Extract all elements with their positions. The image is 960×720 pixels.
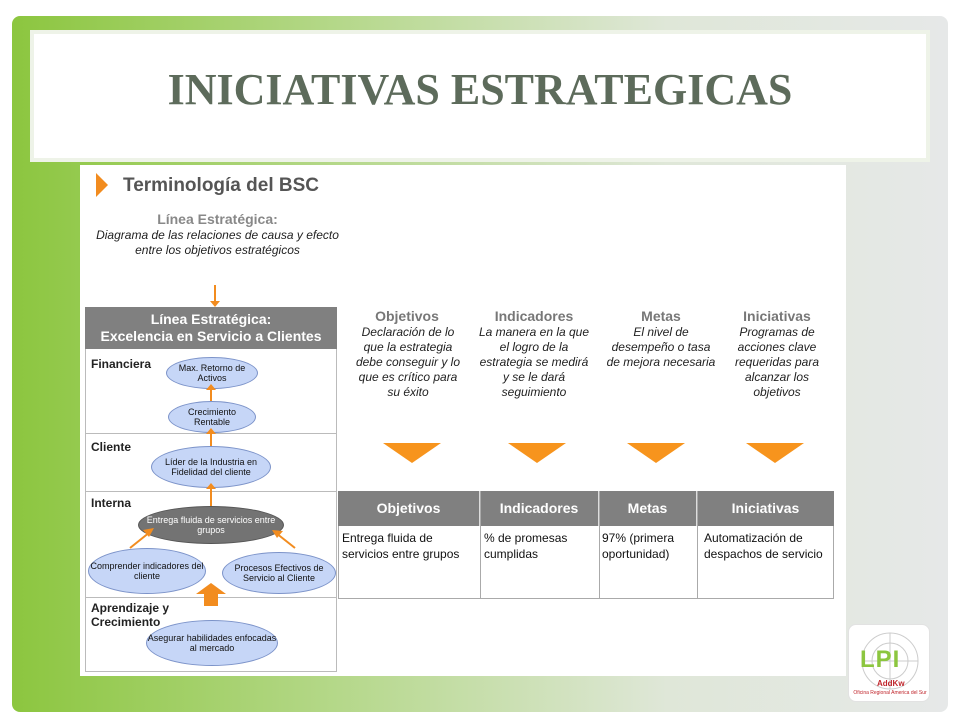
node-comprender: Comprender indicadores del cliente	[88, 548, 206, 594]
term-indicadores-definition: La manera en la que el logro de la estra…	[478, 325, 590, 399]
term-iniciativas-heading: Iniciativas	[743, 308, 811, 324]
perspective-cliente: Cliente	[91, 440, 132, 454]
logo	[848, 624, 930, 702]
strategic-line-description: Diagrama de las relaciones de causa y ef…	[96, 228, 339, 257]
box-title-line-1: Línea Estratégica:	[150, 311, 272, 327]
node-max-retorno: Max. Retorno de Activos	[166, 357, 258, 389]
term-iniciativas-definition: Programas de acciones clave requeridas p…	[734, 325, 820, 399]
table-header-indicadores: Indicadores	[480, 491, 599, 526]
perspective-aprendizaje: Aprendizaje y Crecimiento	[91, 601, 170, 629]
strategic-line-definition: Línea Estratégica: Diagrama de las relac…	[90, 212, 345, 258]
logo-caption: Oficina Regional America del Sur	[853, 690, 927, 696]
table-cell-indicador: % de promesas cumplidas	[484, 531, 568, 561]
down-triangle-icon	[627, 443, 685, 463]
logo-subtext: AddKw	[877, 679, 905, 688]
term-objetivos-definition: Declaración de lo que la estrategia debe…	[355, 325, 461, 399]
slide-title: INICIATIVAS ESTRATEGICAS	[167, 65, 793, 114]
down-triangle-icon	[383, 443, 441, 463]
term-metas-definition: El nivel de desempeño o tasa de mejora n…	[606, 325, 716, 369]
perspective-interna: Interna	[91, 496, 132, 510]
node-asegurar: Asegurar habilidades enfocadas al mercad…	[146, 620, 278, 666]
term-indicadores-heading: Indicadores	[494, 308, 574, 324]
node-entrega: Entrega fluida de servicios entre grupos	[138, 506, 284, 544]
up-arrow-icon	[206, 384, 216, 401]
radar-graphic-icon	[861, 632, 919, 690]
table-header-metas: Metas	[599, 491, 697, 526]
term-metas-heading: Metas	[641, 308, 681, 324]
node-lider: Líder de la Industria en Fidelidad del c…	[151, 446, 271, 488]
row-divider	[85, 597, 337, 598]
section-title: Terminología del BSC	[123, 175, 320, 196]
up-arrow-icon	[206, 428, 216, 446]
table-header-iniciativas: Iniciativas	[697, 491, 834, 526]
down-triangle-icon	[508, 443, 566, 463]
node-procesos: Procesos Efectivos de Servicio al Client…	[222, 552, 336, 594]
perspective-financiera: Financiera	[91, 357, 152, 371]
table-divider	[697, 491, 698, 599]
table-divider	[480, 491, 481, 599]
down-triangle-icon	[746, 443, 804, 463]
title-box	[30, 30, 930, 162]
table-header-objetivos: Objetivos	[338, 491, 480, 526]
table-cell-meta: 97% (primera oportunidad)	[602, 531, 675, 561]
table-cell-iniciativa: Automatización de despachos de servicio	[704, 531, 823, 561]
term-objetivos-heading: Objetivos	[375, 308, 439, 324]
box-title-line-2: Excelencia en Servicio a Clientes	[100, 328, 322, 344]
strategic-line-box-title: Línea Estratégica: Excelencia en Servici…	[85, 307, 337, 349]
strategic-line-heading: Línea Estratégica:	[157, 211, 278, 227]
logo-text: LPI	[860, 646, 901, 673]
bullet-arrow-icon	[96, 173, 108, 197]
up-arrow-icon	[206, 483, 216, 506]
table-divider	[599, 491, 600, 599]
down-arrow-icon	[210, 285, 220, 307]
table-cell-objetivo: Entrega fluida de servicios entre grupos	[342, 531, 460, 561]
